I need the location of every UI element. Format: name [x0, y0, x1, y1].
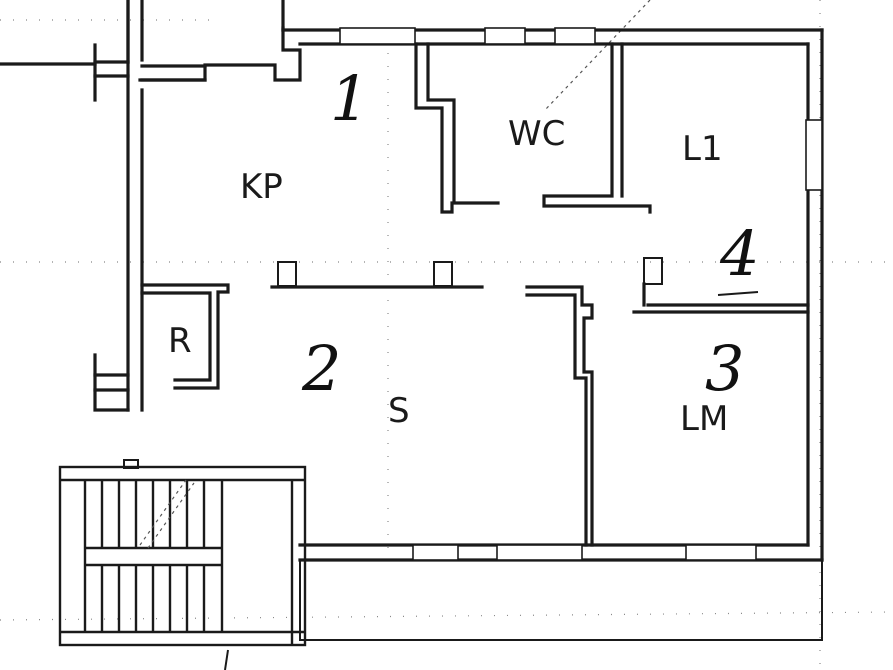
- number-4-underline: [717, 291, 759, 296]
- room-label-kp: KP: [240, 167, 283, 207]
- handwritten-number-2: 2: [301, 332, 341, 405]
- room-label-lm: LM: [680, 399, 728, 439]
- room-label-wc: WC: [508, 114, 565, 154]
- interior-walls: [140, 42, 810, 547]
- handwritten-number-1: 1: [330, 62, 369, 135]
- staircase: [58, 459, 307, 647]
- windows: [339, 27, 823, 561]
- handwritten-number-4: 4: [719, 217, 759, 290]
- outer-walls: [0, 0, 824, 641]
- diagonal-reference-line: [544, 0, 651, 111]
- room-label-r: R: [168, 321, 192, 361]
- bottom-marker: [224, 649, 229, 670]
- room-label-l1: L1: [682, 129, 723, 169]
- room-label-s: S: [388, 391, 410, 431]
- handwritten-number-3: 3: [705, 332, 744, 405]
